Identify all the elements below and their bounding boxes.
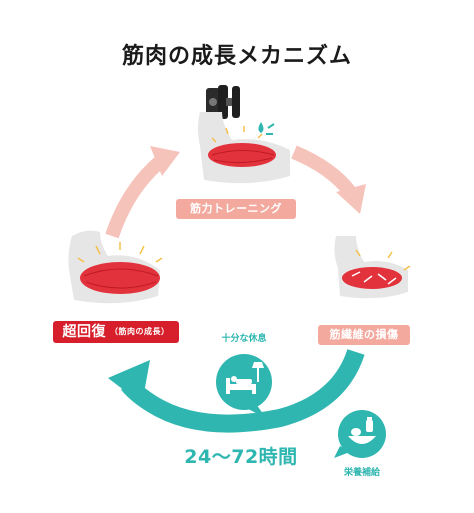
training-arm-illustration bbox=[198, 112, 290, 184]
cycle-arrow-top-right bbox=[291, 145, 366, 214]
stage-label-recovery: 超回復 （筋肉の成長） bbox=[53, 321, 179, 343]
stage-label-recovery-sub: （筋肉の成長） bbox=[110, 327, 170, 336]
bed-icon bbox=[226, 376, 256, 394]
cycle-arrow-top-left bbox=[105, 146, 180, 239]
damage-arm-illustration bbox=[334, 236, 408, 299]
recovery-arm-illustration bbox=[68, 230, 160, 304]
food-bowl-icon bbox=[348, 417, 376, 444]
training-effort-sparks bbox=[211, 126, 263, 143]
time-label: 24〜72時間 bbox=[184, 446, 298, 468]
nutrition-bubble bbox=[334, 410, 386, 458]
nutrition-label: 栄養補給 bbox=[343, 468, 380, 478]
page-title: 筋肉の成長メカニズム bbox=[121, 44, 352, 69]
recovery-sparks bbox=[77, 242, 163, 263]
stage-label-training: 筋力トレーニング bbox=[176, 199, 296, 219]
rest-label: 十分な休息 bbox=[221, 334, 267, 344]
recovery-return-arrow bbox=[108, 348, 365, 433]
stage-label-damage: 筋繊維の損傷 bbox=[318, 325, 410, 345]
sweat-drop-icon bbox=[258, 122, 275, 135]
lamp-icon bbox=[252, 362, 264, 382]
damage-sparks bbox=[355, 249, 411, 271]
dumbbell-icon bbox=[206, 85, 240, 119]
stage-label-recovery-main: 超回復 bbox=[62, 324, 106, 340]
